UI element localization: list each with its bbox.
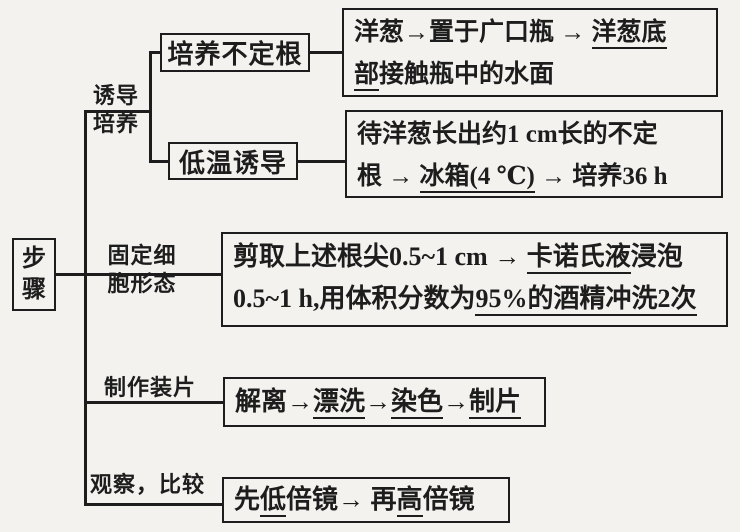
branch-label-slide: 制作装片 bbox=[104, 375, 197, 400]
branch-label-fixation: 固定细胞形态 bbox=[96, 242, 188, 298]
detail-text-segment: 浸泡 bbox=[630, 242, 683, 271]
detail-text-segment: 洋葱→置于广口瓶 → bbox=[354, 19, 592, 46]
detail-text-line: 部接触瓶中的水面 bbox=[354, 54, 706, 96]
connector-adventitious-detail bbox=[309, 51, 344, 54]
detail-text-line: 根 → 冰箱(4 ℃) → 培养36 h bbox=[357, 156, 711, 198]
detail-text-segment: 倍镜→ 再 bbox=[286, 485, 397, 514]
spine-line bbox=[84, 110, 87, 505]
detail-slide-making: 解离→漂洗→染色→制片 bbox=[223, 377, 546, 427]
underlined-key-term: 低 bbox=[260, 485, 287, 517]
detail-text-segment: 先 bbox=[234, 485, 261, 514]
detail-onion-setup: 洋葱→置于广口瓶 → 洋葱底部接触瓶中的水面 bbox=[342, 8, 718, 97]
detail-text-segment: → bbox=[365, 387, 392, 416]
underlined-key-term: 洋葱底 bbox=[591, 19, 667, 49]
detail-text-segment: → 培养36 h bbox=[534, 163, 668, 190]
underlined-key-term: 部 bbox=[354, 61, 380, 91]
underlined-key-term: 染色 bbox=[391, 387, 444, 419]
detail-text-segment: 0.5~1 h,用体积分数为 bbox=[233, 284, 476, 313]
connector-lowtemp-detail bbox=[296, 160, 347, 163]
node-culture-adventitious-roots: 培养不定根 bbox=[160, 33, 310, 72]
branch-label-induction: 诱导培养 bbox=[88, 82, 144, 138]
detail-cold-induction: 待洋葱长出约1 cm长的不定根 → 冰箱(4 ℃) → 培养36 h bbox=[345, 110, 723, 198]
branch-label-fixation-line1: 固定细 bbox=[107, 243, 177, 268]
underlined-key-term: 漂洗 bbox=[313, 387, 366, 419]
underlined-key-term: 高 bbox=[396, 485, 423, 517]
induction-bracket-line bbox=[149, 51, 152, 162]
underlined-key-term: 95%的酒精 bbox=[475, 284, 606, 316]
root-node-steps: 步骤 bbox=[12, 238, 56, 311]
branch-label-fixation-line2: 胞形态 bbox=[107, 271, 177, 296]
detail-text-line: 解离→漂洗→染色→制片 bbox=[235, 381, 522, 423]
detail-text-segment: 剪取上述根尖0.5~1 cm → bbox=[233, 242, 527, 271]
node-low-temp-induction: 低温诱导 bbox=[168, 142, 298, 180]
detail-text-line: 先低倍镜→ 再高倍镜 bbox=[234, 479, 475, 521]
branch-observe-line bbox=[84, 503, 224, 506]
detail-text-segment: 根 → bbox=[357, 163, 420, 190]
branch-slide-line bbox=[84, 401, 225, 404]
detail-text-line: 0.5~1 h,用体积分数为95%的酒精冲洗2次 bbox=[233, 278, 716, 320]
root-node-label: 步骤 bbox=[22, 245, 46, 303]
underlined-key-term: 冲洗2次 bbox=[605, 284, 697, 316]
branch-induction-line bbox=[84, 110, 151, 113]
detail-text-segment: → bbox=[443, 387, 470, 416]
detail-text-segment: 接触瓶中的水面 bbox=[379, 61, 555, 88]
underlined-key-term: 卡诺氏液 bbox=[526, 242, 631, 274]
stub-lowtemp-line bbox=[149, 160, 170, 163]
detail-text-segment: 解离→ bbox=[235, 387, 314, 416]
branch-label-observe: 观察，比较 bbox=[90, 472, 206, 497]
detail-text-segment: 待洋葱长出约1 cm长的不定 bbox=[357, 121, 658, 148]
branch-fixation-line bbox=[54, 273, 223, 276]
detail-text-segment: 倍镜 bbox=[422, 485, 475, 514]
underlined-key-term: 制片 bbox=[469, 387, 522, 419]
detail-observation: 先低倍镜→ 再高倍镜 bbox=[222, 477, 510, 523]
underlined-key-term: 冰箱(4 ℃) bbox=[419, 163, 535, 193]
detail-text-line: 待洋葱长出约1 cm长的不定 bbox=[357, 114, 711, 156]
branch-label-induction-line2: 培养 bbox=[92, 111, 139, 136]
detail-text-line: 洋葱→置于广口瓶 → 洋葱底 bbox=[354, 12, 706, 54]
stub-adventitious-line bbox=[149, 51, 162, 54]
detail-text-line: 剪取上述根尖0.5~1 cm → 卡诺氏液浸泡 bbox=[233, 236, 716, 278]
branch-label-induction-line1: 诱导 bbox=[92, 83, 139, 108]
